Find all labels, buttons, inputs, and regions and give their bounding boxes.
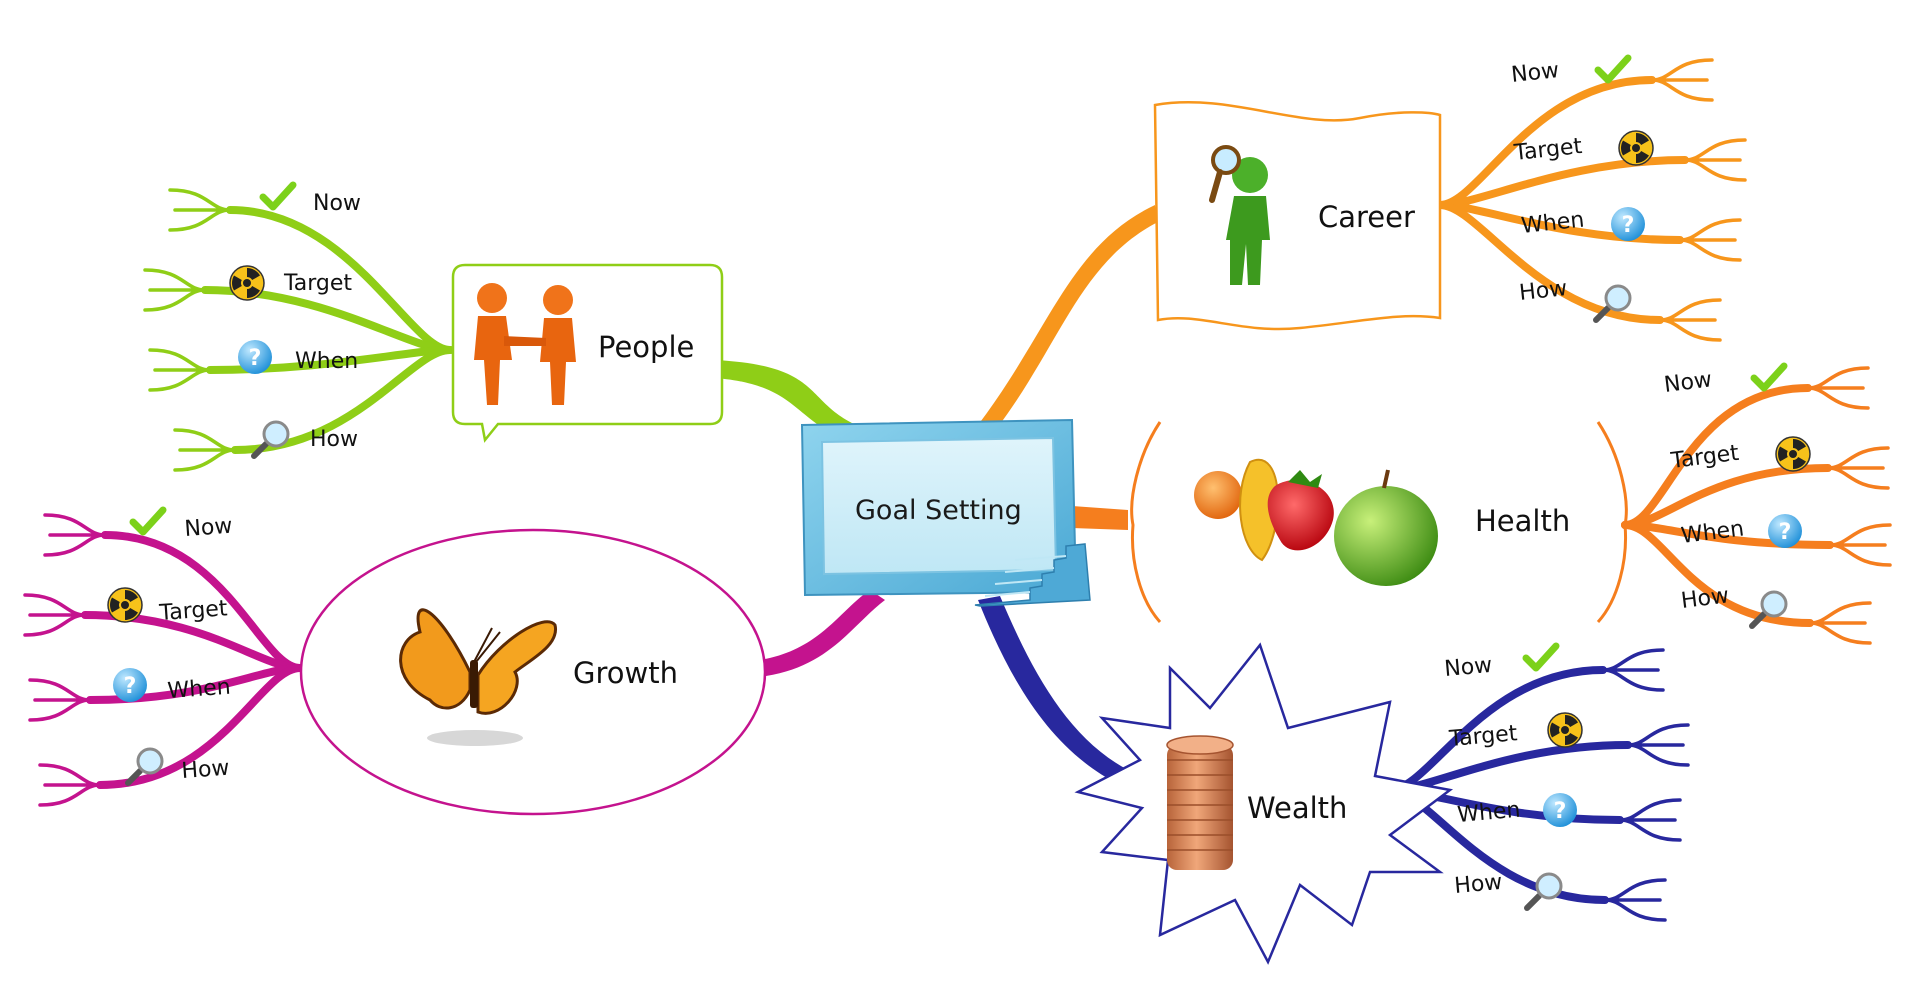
magnifier-icon <box>1593 284 1632 323</box>
health-fork <box>1806 366 1870 410</box>
career-sub-label: Now <box>1510 58 1560 88</box>
growth-fork <box>28 678 92 722</box>
connector-health <box>1072 506 1128 530</box>
wealth-fork <box>1601 648 1665 692</box>
check-icon <box>129 506 167 536</box>
growth-sub-label: When <box>167 675 232 704</box>
magnifier-icon <box>1524 872 1563 911</box>
magnifier-icon <box>251 420 290 459</box>
health-fork <box>1808 601 1872 645</box>
handshake-figures-icon <box>474 283 576 405</box>
people-sub-label: Target <box>283 271 352 296</box>
stairs-icon <box>974 543 1091 607</box>
connector-career <box>978 205 1158 428</box>
career-fork <box>1658 298 1722 342</box>
wealth-fork <box>1603 878 1667 922</box>
people-fork <box>173 428 237 472</box>
growth-fork <box>38 763 102 807</box>
check-icon <box>1522 642 1560 672</box>
health-sub-label: Now <box>1663 367 1714 398</box>
health-sub-label: Target <box>1669 441 1741 474</box>
wealth-node[interactable]: Wealth <box>1074 642 1454 965</box>
people-fork <box>148 348 212 392</box>
check-icon <box>1594 54 1632 84</box>
health-node[interactable]: Health <box>1130 421 1628 624</box>
health-sub-branch <box>1621 521 1814 627</box>
health-fork <box>1828 523 1892 567</box>
health-bracket-right <box>1596 421 1628 624</box>
health-label: Health <box>1475 504 1570 538</box>
svg-text:?: ? <box>1622 213 1635 238</box>
career-label: Career <box>1318 200 1415 234</box>
magnifier-icon <box>125 747 164 786</box>
growth-fork <box>23 593 87 637</box>
career-node[interactable]: Career <box>1153 101 1442 331</box>
svg-text:?: ? <box>249 346 262 371</box>
career-fork <box>1650 58 1714 102</box>
wealth-sub-label: How <box>1453 870 1503 899</box>
career-sub-branch <box>1436 76 1656 209</box>
career-sub-label: How <box>1518 276 1568 306</box>
people-label: People <box>598 330 694 364</box>
goal-setting-node[interactable]: Goal Setting <box>800 418 1091 607</box>
fruit-icon <box>1194 458 1438 586</box>
radiation-icon <box>1775 436 1811 472</box>
radiation-icon <box>107 587 143 623</box>
check-icon <box>259 181 297 211</box>
question-icon: ? <box>1543 793 1577 827</box>
question-icon: ? <box>1768 514 1802 548</box>
growth-sub-label: Target <box>158 596 229 626</box>
svg-text:?: ? <box>124 674 137 699</box>
people-fork <box>168 188 232 232</box>
growth-sub-label: How <box>181 756 231 784</box>
people-sub-label: How <box>310 427 358 452</box>
health-sub-label: How <box>1680 583 1731 614</box>
people-sub-branch <box>226 206 454 354</box>
growth-sub-label: Now <box>184 514 234 542</box>
question-icon: ? <box>1611 207 1645 241</box>
growth-label: Growth <box>573 656 678 690</box>
growth-fork <box>43 513 107 557</box>
wealth-starburst <box>1074 642 1454 965</box>
wealth-sub-label: Target <box>1447 721 1518 752</box>
check-icon <box>1750 362 1788 392</box>
growth-sub-branch <box>96 664 304 789</box>
people-sub-label: When <box>295 349 358 374</box>
people-bubble <box>451 263 724 443</box>
career-fork <box>1683 138 1747 182</box>
figure-with-magnifier-icon <box>1209 145 1270 285</box>
radiation-icon <box>229 265 265 301</box>
health-bracket-left <box>1130 421 1162 624</box>
question-icon: ? <box>238 340 272 374</box>
growth-ellipse <box>299 528 767 816</box>
wealth-sub-label: When <box>1456 798 1521 828</box>
people-node[interactable]: People <box>451 263 724 443</box>
career-fork <box>1678 218 1742 262</box>
growth-node[interactable]: Growth <box>299 528 767 816</box>
radiation-icon <box>1547 712 1583 748</box>
connector-growth <box>760 590 885 676</box>
svg-text:?: ? <box>1554 799 1567 824</box>
people-sub-label: Now <box>313 191 361 216</box>
coin-stack-icon <box>1166 735 1234 870</box>
wealth-sub-label: Now <box>1443 653 1493 682</box>
wealth-fork <box>1626 723 1690 767</box>
health-fork <box>1826 446 1890 490</box>
magnifier-icon <box>1749 590 1788 629</box>
svg-text:?: ? <box>1779 520 1792 545</box>
career-sub-branch <box>1436 201 1664 324</box>
radiation-icon <box>1618 130 1654 166</box>
wealth-fork <box>1618 798 1682 842</box>
butterfly-icon <box>399 608 557 746</box>
people-fork <box>143 268 207 312</box>
question-icon: ? <box>113 668 147 702</box>
connector-wealth <box>978 596 1128 785</box>
wealth-label: Wealth <box>1247 791 1347 825</box>
center-label: Goal Setting <box>855 495 1022 526</box>
